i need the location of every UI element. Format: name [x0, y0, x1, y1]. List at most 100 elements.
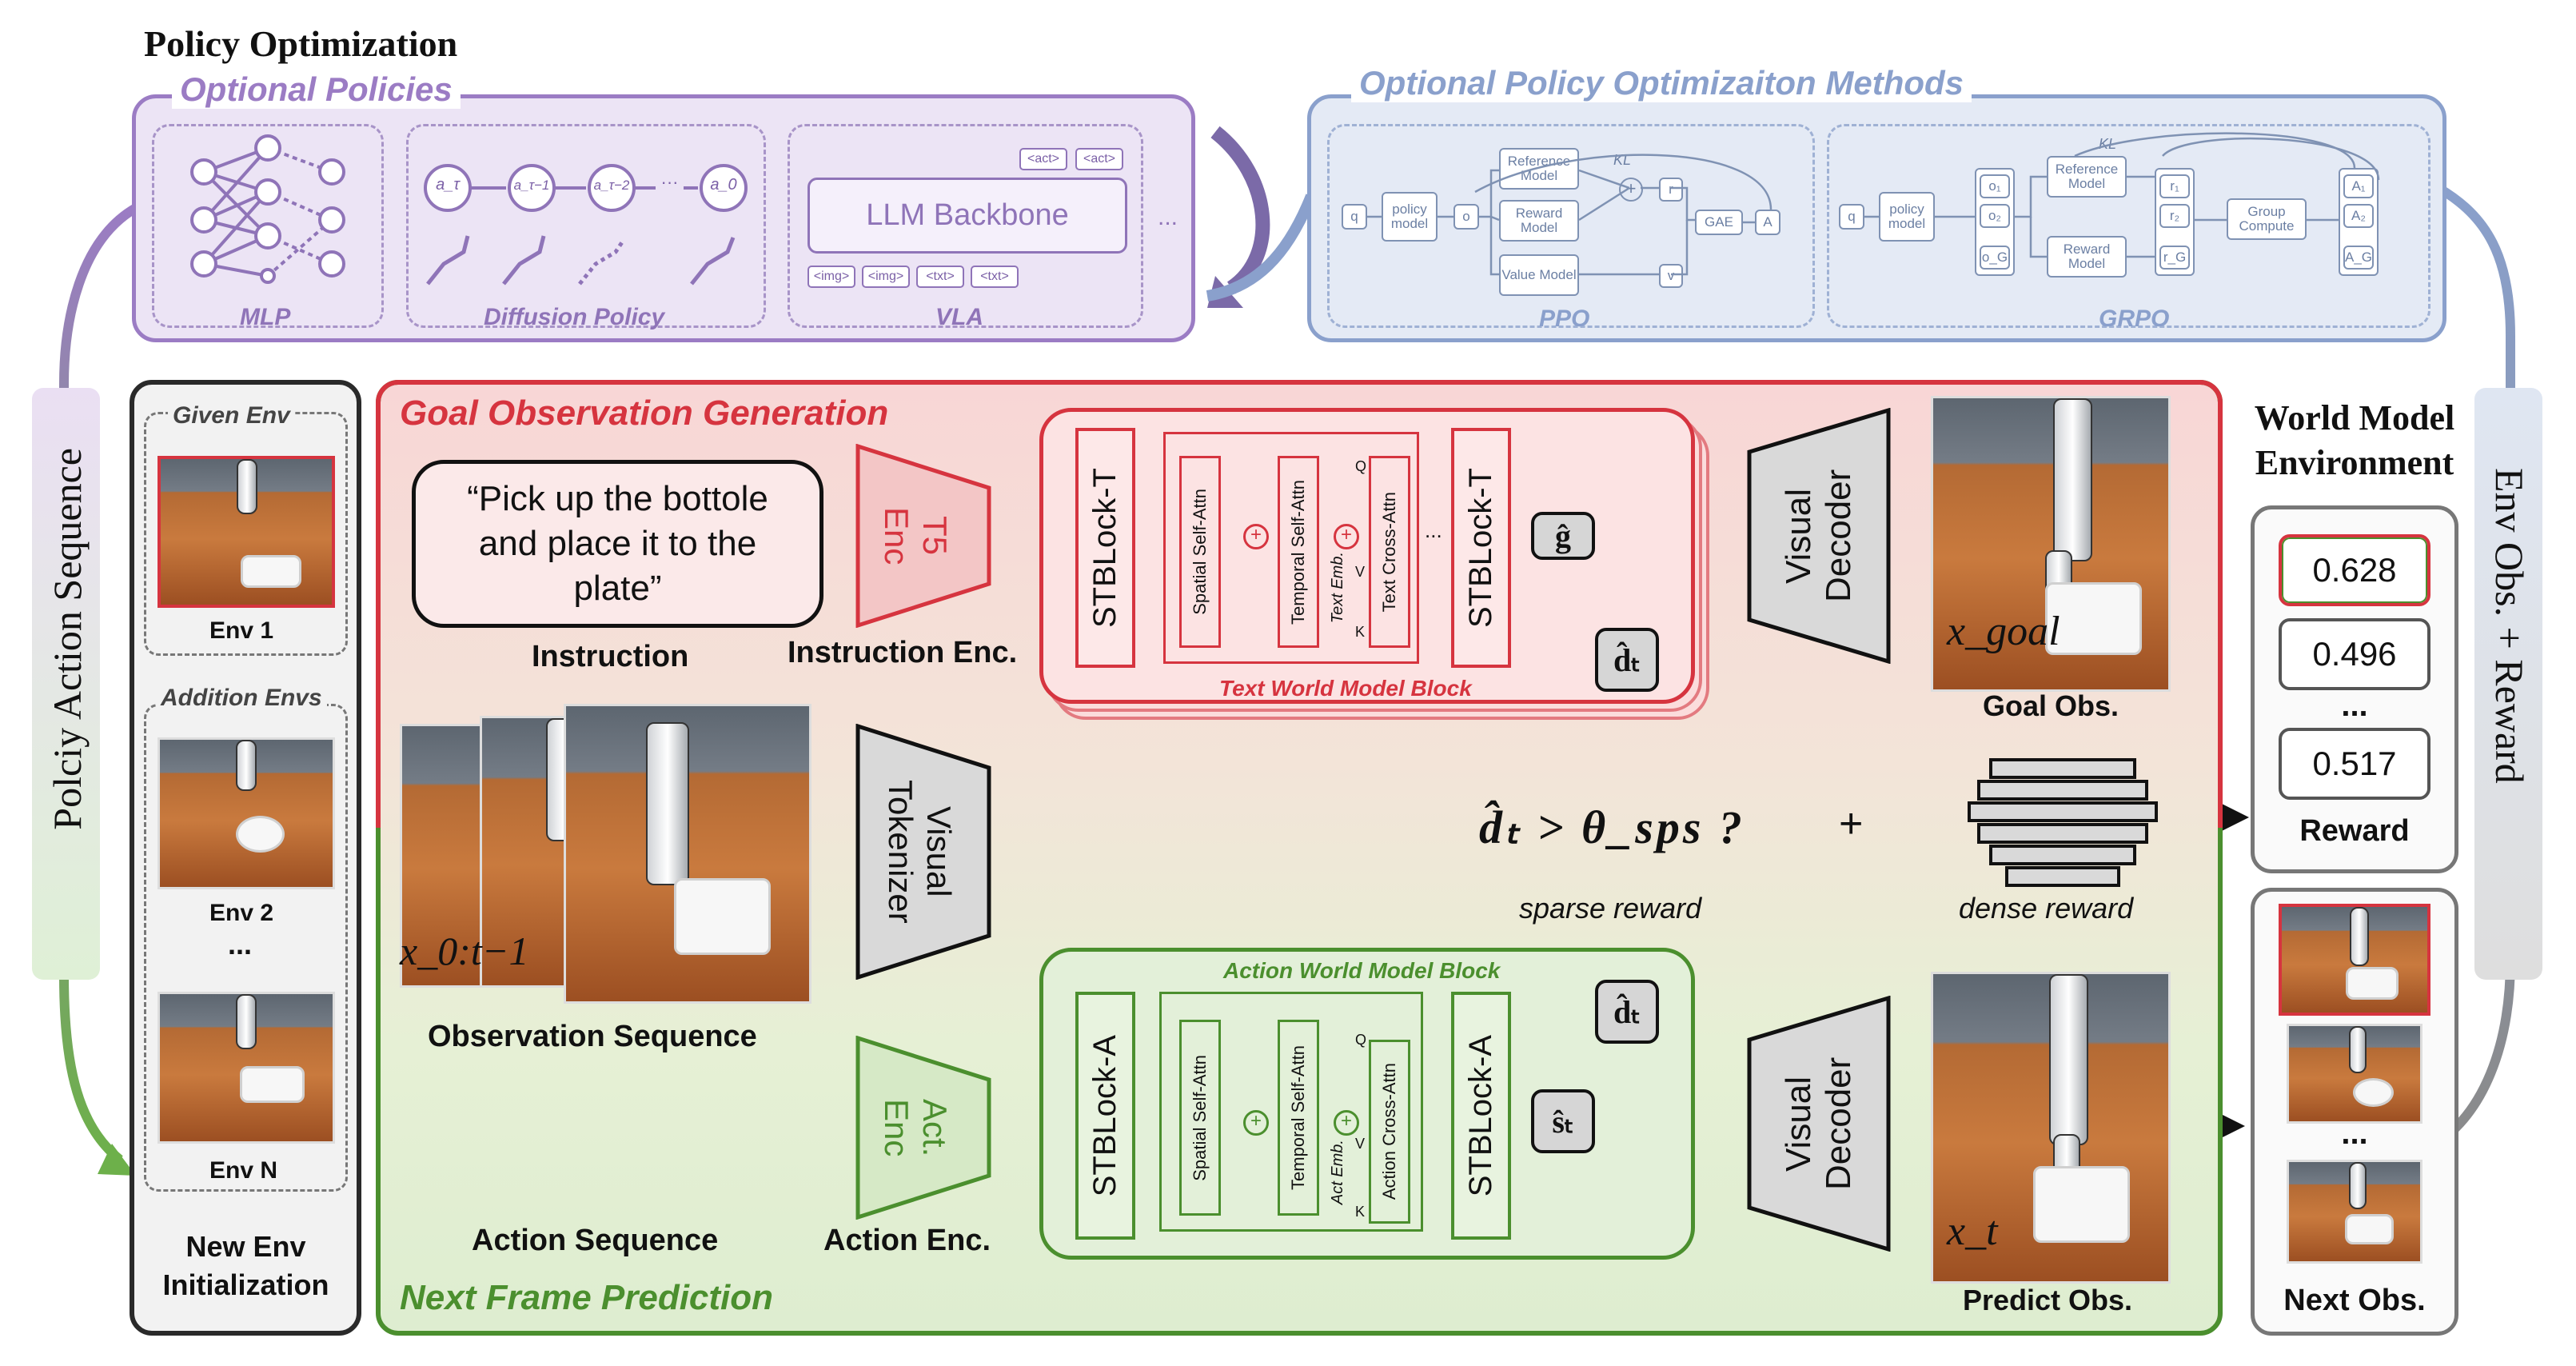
env2-label: Env 2 — [209, 900, 274, 926]
reward-label: Reward — [2299, 814, 2410, 848]
visual-decoder-bottom-label: Visual Decoder — [1779, 1056, 1858, 1191]
grpo-section — [1827, 124, 2430, 328]
predict-obs-label: Predict Obs. — [1963, 1284, 2133, 1316]
ppo-a: A — [1755, 210, 1780, 235]
ppo-plus-icon: + — [1619, 178, 1643, 202]
text-dots: ... — [1425, 518, 1442, 542]
t5-enc-label: T5 Enc — [878, 506, 954, 565]
goal-gen-title: Goal Observation Generation — [400, 393, 889, 433]
given-env-label: Given Env — [168, 402, 295, 429]
diffusion-section — [406, 124, 766, 328]
left-side-label: Polciy Action Sequence — [45, 448, 90, 830]
text-q-label: Q — [1355, 458, 1367, 474]
instruction-box: “Pick up the bottole and place it to the… — [412, 460, 823, 628]
next-obs-dots: ... — [2341, 1116, 2368, 1151]
x-goal-label: x_goal — [1947, 609, 2060, 654]
env-panel-footer: New Env Initialization — [162, 1230, 329, 1301]
threshold-expression: d̂ₜ > θ_sps ? — [1479, 801, 1745, 853]
grpo-o2: o₂ — [1980, 204, 2010, 228]
right-side-bar — [2474, 388, 2542, 980]
action-q-label: Q — [1355, 1032, 1367, 1048]
diffusion-label: Diffusion Policy — [484, 304, 665, 330]
diffusion-step-3: a_0 — [710, 176, 737, 194]
action-k-label: K — [1355, 1204, 1366, 1220]
instruction-enc-label: Instruction Enc. — [788, 636, 1018, 669]
ppo-o: o — [1453, 204, 1479, 230]
plus-sign: + — [1839, 801, 1864, 847]
x-seq-label: x_0:t−1 — [400, 929, 529, 973]
text-temporal-attn: Temporal Self-Attn — [1278, 456, 1319, 648]
vla-label: VLA — [935, 304, 983, 330]
next-obs-image-3 — [2287, 1160, 2422, 1264]
grpo-AG: A_G — [2343, 246, 2374, 270]
next-frame-title: Next Frame Prediction — [400, 1278, 774, 1317]
stblock-a-1: STBLock-A — [1075, 992, 1135, 1240]
vla-section — [788, 124, 1143, 328]
dense-reward-network-icon — [1968, 758, 2158, 887]
diffusion-chain-icon — [424, 164, 748, 212]
action-plus-icon-2: + — [1334, 1110, 1359, 1136]
ppo-r: r — [1659, 178, 1683, 202]
ppo-gae: GAE — [1695, 210, 1743, 235]
s-hat-token: ŝₜ — [1531, 1089, 1595, 1153]
envN-image — [158, 992, 335, 1144]
grpo-r2: r₂ — [2159, 204, 2190, 228]
act-emb-label: Act Emb. — [1329, 1140, 1346, 1205]
x-t-label: x_t — [1947, 1208, 1998, 1254]
diffusion-step-0: a_τ — [436, 176, 460, 194]
grpo-policy-model: policy model — [1879, 192, 1935, 242]
env1-label: Env 1 — [209, 617, 274, 644]
visual-decoder-top-label: Visual Decoder — [1779, 469, 1858, 603]
mlp-icon — [190, 134, 345, 284]
reward-dots: ... — [2341, 688, 2368, 723]
text-cross-attn: Text Cross-Attn — [1369, 456, 1410, 648]
goal-obs-label: Goal Obs. — [1983, 689, 2119, 722]
env-dots: ... — [228, 928, 253, 961]
optional-policies-title: Optional Policies — [172, 70, 461, 109]
page-title: Policy Optimization — [144, 23, 458, 64]
diffusion-step-2: a_τ−2 — [593, 178, 630, 193]
ppo-q: q — [1342, 204, 1367, 230]
ppo-value-model: Value Model — [1499, 254, 1579, 296]
env1-image — [158, 456, 335, 608]
visual-tokenizer-label: Visual Tokenizer — [882, 780, 958, 924]
grpo-connectors — [1864, 132, 2380, 258]
ppo-policy-model: policy model — [1382, 192, 1438, 242]
action-wm-block-label: Action World Model Block — [1223, 958, 1501, 983]
txt-token-1: <txt> — [916, 266, 964, 288]
text-spatial-attn: Spatial Self-Attn — [1179, 456, 1221, 648]
grpo-q: q — [1839, 204, 1864, 230]
action-seq-label: Action Sequence — [472, 1224, 719, 1257]
ppo-reward-model: Reward Model — [1499, 200, 1579, 242]
act-token-2: <act> — [1075, 148, 1123, 170]
optional-methods-title: Optional Policy Optimizaiton Methods — [1351, 64, 1972, 102]
action-plus-icon-1: + — [1243, 1110, 1269, 1136]
stblock-a-2: STBLock-A — [1451, 992, 1511, 1240]
llm-backbone: LLM Backbone — [807, 178, 1127, 254]
grpo-kl: KL — [2099, 136, 2117, 152]
right-side-label: Env Obs. + Reward — [2487, 468, 2532, 784]
predict-obs-image — [1931, 972, 2171, 1284]
stblock-t-1: STBLock-T — [1075, 428, 1135, 668]
reward-value-3: 0.517 — [2279, 728, 2430, 800]
dense-reward-label: dense reward — [1959, 892, 2134, 925]
grpo-reward-model: Reward Model — [2047, 236, 2127, 278]
grpo-r1: r₁ — [2159, 174, 2190, 198]
wm-env-title: World Model Environment — [2254, 398, 2455, 482]
visual-tokenizer-shape — [855, 724, 991, 980]
action-wm-inner — [1159, 992, 1423, 1232]
sparse-reward-label: sparse reward — [1519, 892, 1702, 925]
action-temporal-attn: Temporal Self-Attn — [1278, 1020, 1319, 1216]
txt-token-2: <txt> — [971, 266, 1019, 288]
action-enc-label: Action Enc. — [823, 1224, 991, 1257]
next-obs-image-1 — [2279, 904, 2430, 1016]
diffusion-steps: a_τ a_τ−1 a_τ−2 ··· a_0 — [420, 160, 756, 216]
envN-label: Env N — [209, 1157, 278, 1184]
action-v-label: V — [1355, 1136, 1366, 1152]
next-obs-label: Next Obs. — [2283, 1284, 2426, 1317]
ppo-section — [1327, 124, 1815, 328]
instruction-label: Instruction — [532, 640, 689, 673]
visual-decoder-bottom-shape — [1747, 996, 1891, 1252]
env2-image — [158, 737, 335, 889]
ppo-reference-model: Reference Model — [1499, 148, 1579, 190]
